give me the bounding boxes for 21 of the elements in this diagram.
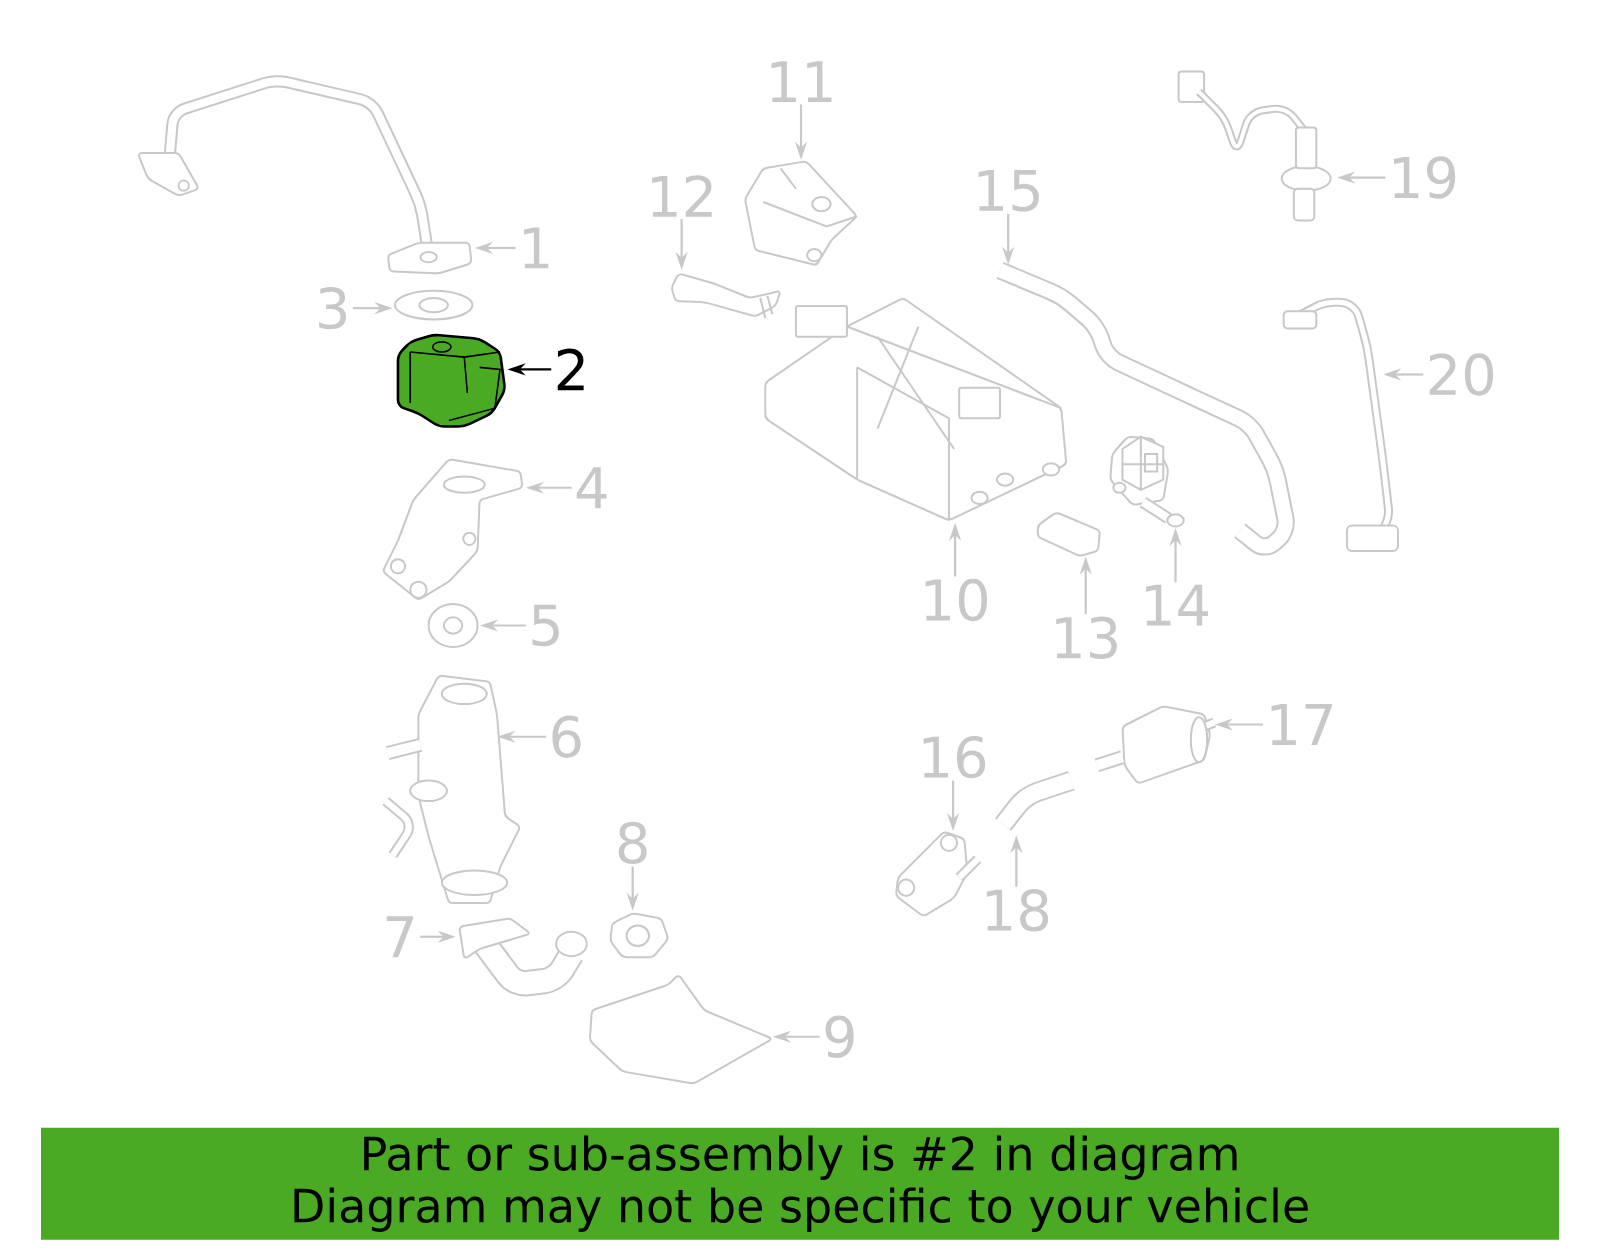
callout-number: 2 (557, 348, 584, 391)
part-drawing (1094, 705, 1217, 784)
part-drawing (458, 917, 588, 997)
part-drawing (427, 603, 479, 648)
part-drawing (382, 674, 521, 905)
part-drawing (764, 298, 1067, 522)
caption-banner: Part or sub-assembly is #2 in diagram Diagram may not be specific to your vehicle (41, 1127, 1560, 1240)
part-drawing (382, 458, 523, 600)
part-drawing (138, 75, 473, 275)
part-drawing (995, 770, 1075, 831)
part-drawing (895, 831, 982, 917)
part-drawing (996, 262, 1295, 556)
part-drawing (589, 975, 772, 1085)
part-drawing (744, 160, 859, 266)
part-drawing (609, 912, 669, 959)
part-drawing (1177, 70, 1332, 222)
part-drawing (671, 273, 781, 320)
part-drawing (396, 333, 506, 428)
part-drawing (1282, 297, 1399, 553)
part-drawing (393, 289, 474, 321)
part-drawing (1109, 435, 1185, 528)
